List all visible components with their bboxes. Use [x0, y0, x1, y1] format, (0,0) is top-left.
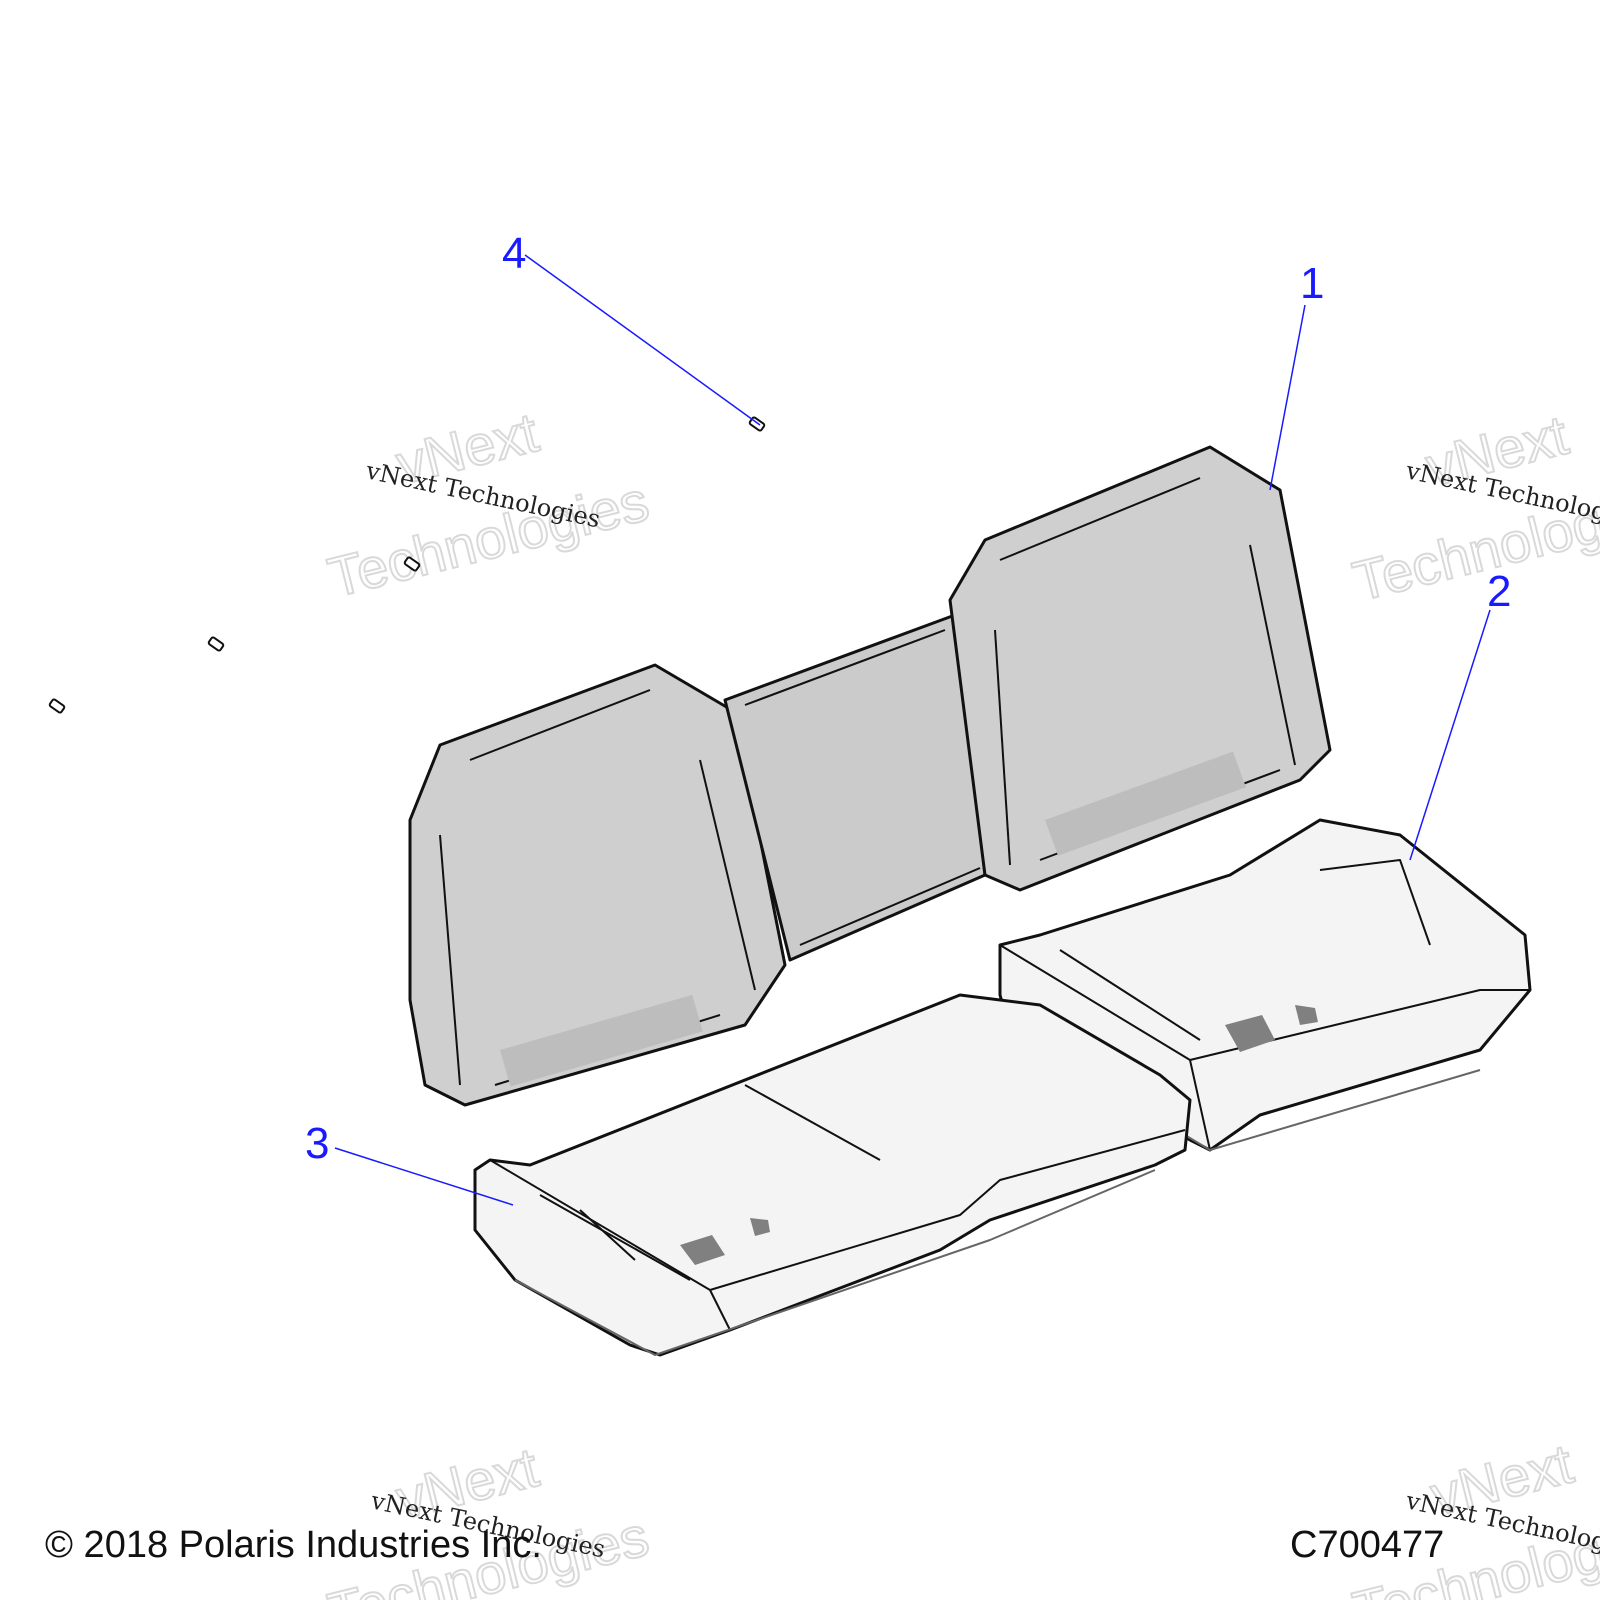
watermark-bottom-right: vNext Technologies vNext Technologies [1346, 1431, 1600, 1600]
leader-line-1 [1269, 304, 1306, 491]
screw-icon [403, 556, 421, 572]
watermark-top-left: vNext Technologies vNext Technologies [321, 399, 655, 610]
seat-backrest-part-1 [408, 445, 1332, 1107]
callout-2: 2 [1487, 567, 1511, 616]
watermark-top-right: vNext Technologies vNext Technologies [1346, 402, 1600, 614]
figure-id-text: C700477 [1290, 1524, 1444, 1566]
watermark-bottom-left: vNext Technologies vNext Technologies [321, 1434, 655, 1600]
callout-3: 3 [305, 1119, 329, 1168]
leader-line-3 [334, 1147, 514, 1206]
seat-cushion-left-part-3 [473, 993, 1192, 1357]
copyright-text: © 2018 Polaris Industries Inc. [45, 1524, 542, 1566]
leader-line-2 [1409, 609, 1491, 861]
screw-icon [48, 698, 66, 714]
callout-4: 4 [502, 229, 526, 278]
leader-lines [334, 254, 1491, 1206]
fastener-screws-part-4 [48, 416, 766, 714]
leader-line-4 [524, 254, 761, 426]
callout-1: 1 [1300, 259, 1324, 308]
callout-labels: 1 2 3 4 [305, 229, 1511, 1168]
screw-icon [207, 636, 225, 652]
